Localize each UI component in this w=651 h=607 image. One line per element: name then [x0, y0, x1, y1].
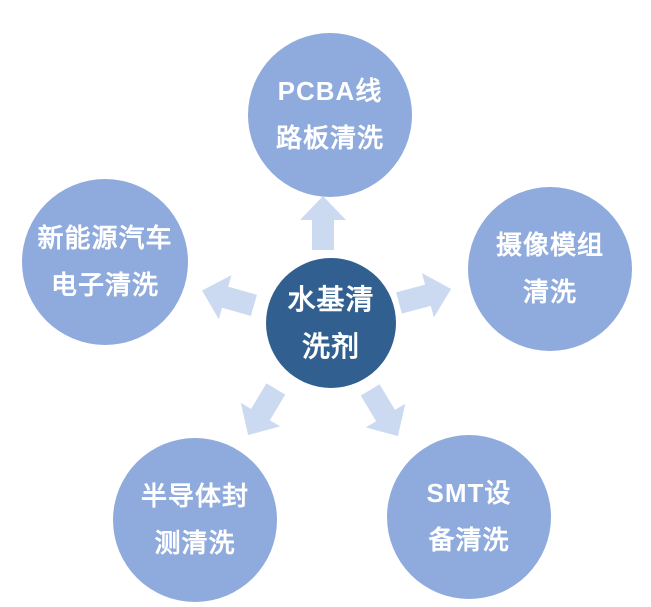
- arrow-down-left-icon: [240, 383, 286, 436]
- node-label-line1: SMT设: [426, 478, 512, 508]
- node-label-line2: 备清洗: [428, 525, 510, 555]
- node-label-line2: 清洗: [522, 277, 577, 307]
- node-label-line1: PCBA线: [277, 76, 383, 106]
- arrow-up-left-icon: [202, 275, 257, 320]
- node-smt-equipment-cleaning: SMT设 备清洗: [387, 435, 551, 599]
- node-camera-module-cleaning: 摄像模组 清洗: [468, 187, 632, 351]
- node-new-energy-vehicle-electronics-cleaning: 新能源汽车 电子清洗: [22, 179, 188, 345]
- center-node-water-based-cleaner: 水基清 洗剂: [266, 258, 396, 388]
- node-label-line2: 路板清洗: [275, 123, 384, 153]
- node-label-line2: 测清洗: [154, 528, 236, 558]
- node-label-line1: 摄像模组: [495, 230, 604, 260]
- node-label-line1: 半导体封: [140, 481, 249, 511]
- node-pcba-board-cleaning: PCBA线 路板清洗: [248, 33, 412, 197]
- node-semiconductor-packaging-test-cleaning: 半导体封 测清洗: [113, 438, 277, 602]
- arrow-down-right-icon: [360, 384, 406, 437]
- arrow-up-icon: [300, 196, 346, 250]
- center-node-label-line2: 洗剂: [301, 331, 360, 362]
- arrow-up-right-icon: [396, 273, 452, 318]
- center-node-label-line1: 水基清: [287, 284, 375, 315]
- node-label-line1: 新能源汽车: [37, 223, 173, 253]
- node-label-line2: 电子清洗: [50, 270, 159, 300]
